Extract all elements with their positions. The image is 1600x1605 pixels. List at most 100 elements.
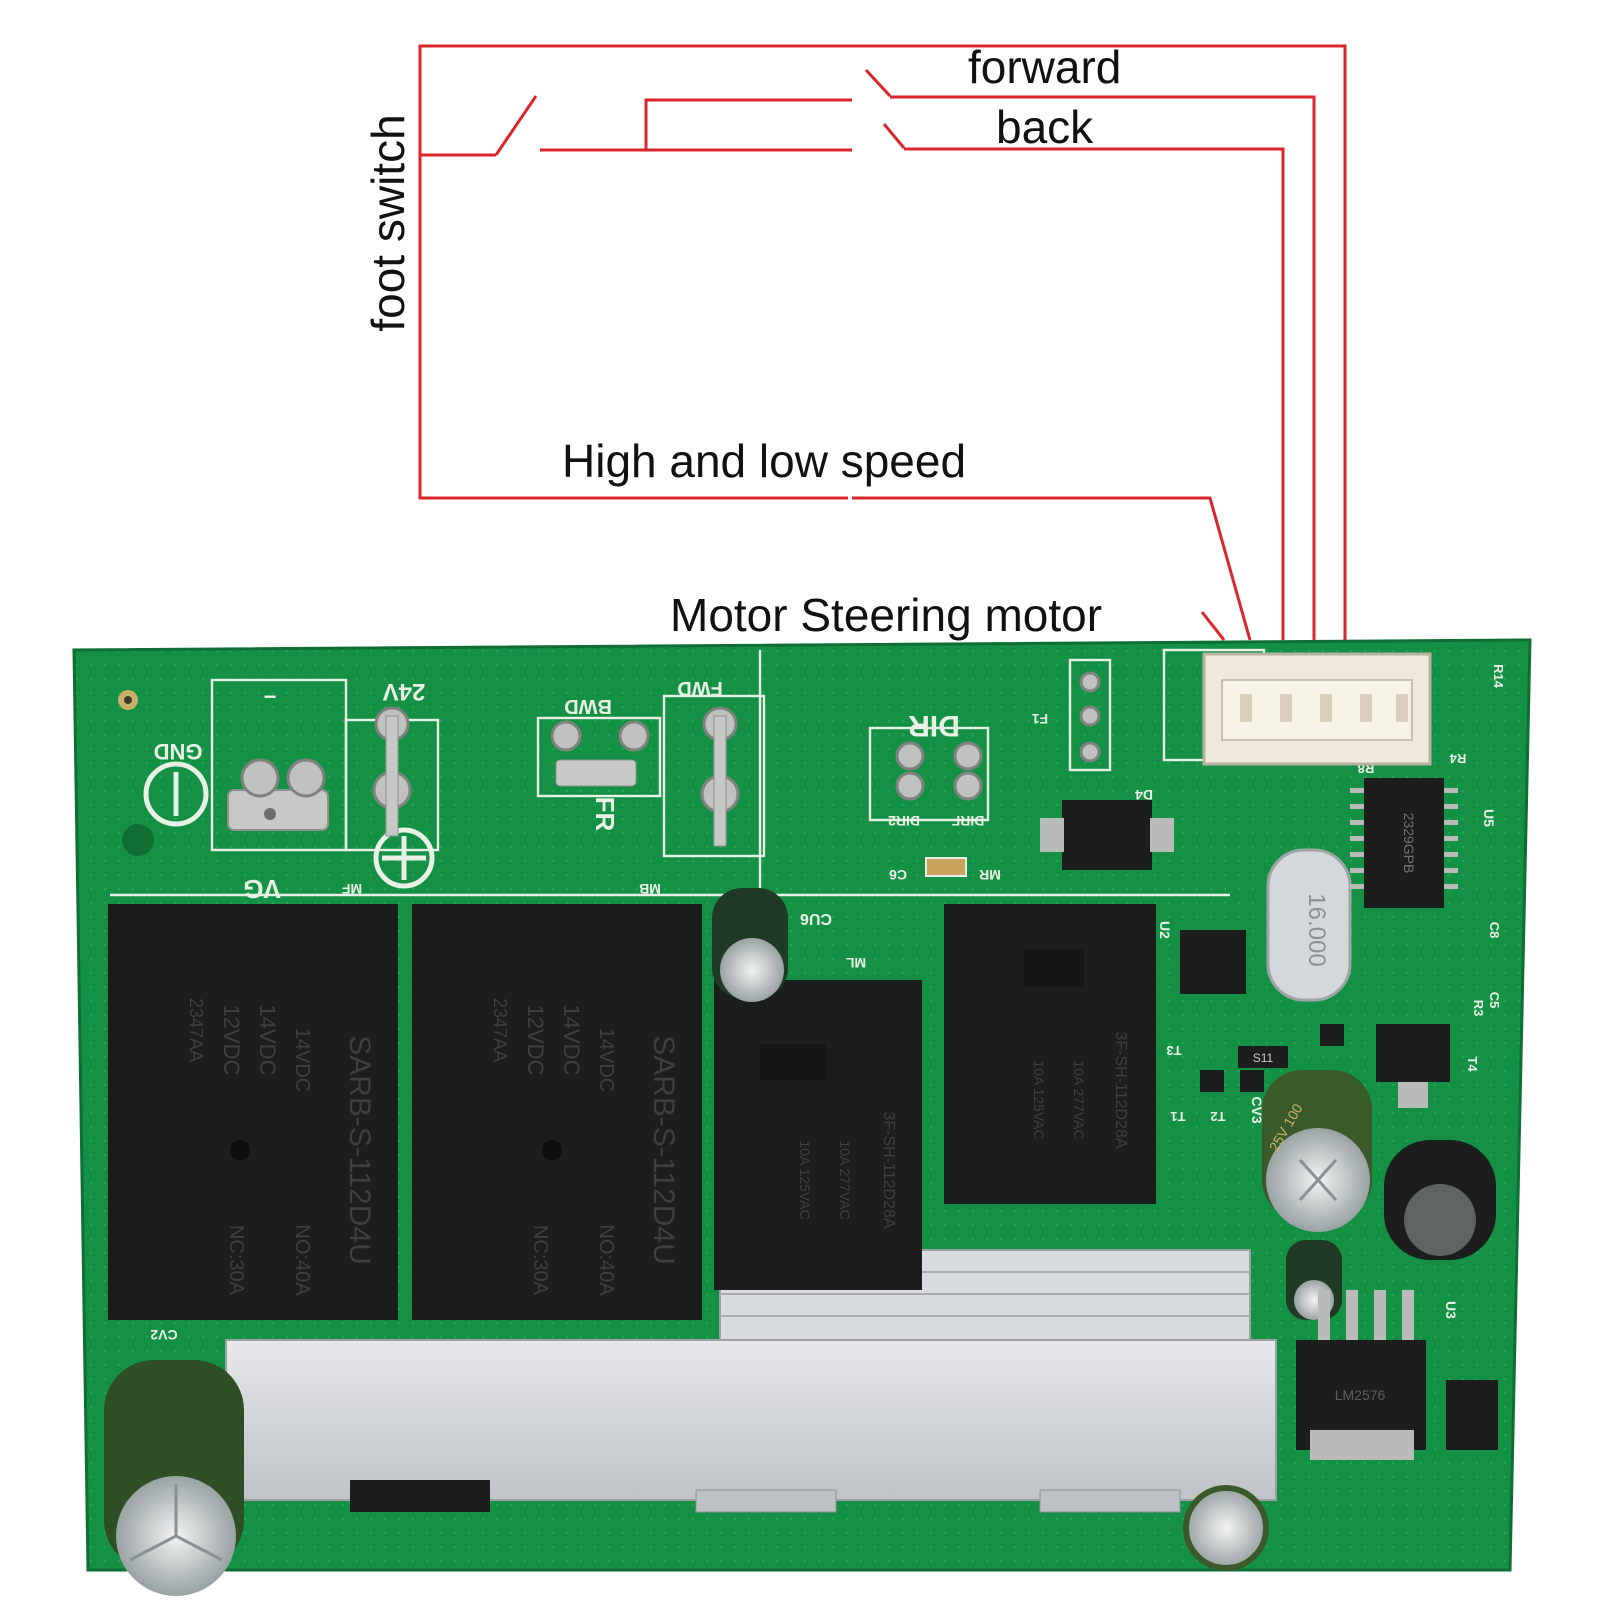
silk-dir: DIR <box>908 709 960 742</box>
pcb-board: GND 24V VG MF MB BWD FWD FR DIR DIR2 DIR… <box>72 638 1532 1596</box>
relay-4: 10A 125VAC 10A 277VAC 3F-SH-112D28A <box>944 904 1156 1204</box>
transistor-t3 <box>1320 1024 1344 1046</box>
terminal-fwd <box>700 706 740 847</box>
silk-r3: R3 <box>1471 1000 1486 1017</box>
silk-fr: FR <box>590 797 620 832</box>
capacitor-cu6 <box>712 888 788 1002</box>
relay-1-line-1: 2347AA <box>186 998 206 1062</box>
relay-4-line-3: 3F-SH-112D28A <box>1112 1031 1129 1148</box>
silk-cv3: CV3 <box>1249 1096 1265 1123</box>
silk-cv2: CV2 <box>150 1327 177 1343</box>
transistor-t1 <box>1200 1070 1224 1092</box>
terminal-24v <box>372 706 412 837</box>
wire-speed <box>418 150 848 500</box>
silk-c6: C6 <box>889 867 907 883</box>
relay-2-line-5: NC:30A <box>529 1225 551 1296</box>
transistor-t4 <box>1376 1024 1450 1082</box>
silk-cu6: CU6 <box>800 910 832 927</box>
silk-t1: T1 <box>1170 1109 1185 1124</box>
ic-chip: 2329GPB <box>1350 778 1458 908</box>
relay-3-line-3: 3F-SH-112D28A <box>880 1111 897 1228</box>
silk-24v: 24V <box>383 678 426 705</box>
transistor-t2 <box>1240 1070 1264 1092</box>
smd-cap-c6 <box>925 857 967 877</box>
silk-t4: T4 <box>1465 1056 1480 1072</box>
capacitor-cv3: 25V 100 <box>1262 1070 1372 1232</box>
silk-dir2: DIR2 <box>888 813 920 829</box>
relay-2-line-3: 14VDC <box>559 1005 584 1076</box>
relay-3: 10A 125VAC 10A 277VAC 3F-SH-112D28A <box>714 980 922 1290</box>
silk-bwd: BWD <box>564 695 612 717</box>
terminal-gnd <box>227 758 329 831</box>
small-ic <box>1180 930 1246 994</box>
label-foot-switch: foot switch <box>362 114 414 332</box>
fuse-f1 <box>1079 671 1101 763</box>
silk-mr: MR <box>979 867 1001 883</box>
wire-connector <box>1202 652 1432 766</box>
silk-vg: VG <box>243 874 281 904</box>
relay-2-line-4: 14VDC <box>595 1028 617 1092</box>
silk-ml: ML <box>845 955 866 971</box>
switch-forward-lever <box>864 68 892 98</box>
relay-4-line-2: 10A 277VAC <box>1071 1060 1087 1139</box>
capacitor-bottom <box>1183 1485 1269 1571</box>
wire-branch-up <box>644 98 852 150</box>
relay-3-line-1: 10A 125VAC <box>797 1140 813 1219</box>
silk-dirf: DIRF <box>951 813 984 829</box>
terminal-bwd <box>550 720 650 787</box>
silk-minus: − <box>264 684 277 709</box>
wire-back <box>904 147 1285 640</box>
relay-2: 2347AA 12VDC 14VDC 14VDC NC:30A NO:40A S… <box>412 904 702 1320</box>
relay-1-line-3: 14VDC <box>255 1005 280 1076</box>
relay-1-line-5: NC:30A <box>225 1225 247 1296</box>
silk-r4: R4 <box>1449 751 1466 766</box>
relay-3-line-2: 10A 277VAC <box>837 1140 853 1219</box>
silk-gnd: GND <box>154 739 203 764</box>
silk-c8: C8 <box>1487 922 1502 939</box>
diode-d4 <box>1062 800 1152 870</box>
silk-mf: MF <box>341 881 362 897</box>
relay-2-line-1: 2347AA <box>490 998 510 1062</box>
relay-1: 2347AA 12VDC 14VDC 14VDC NC:30A NO:40A S… <box>108 904 398 1320</box>
silk-t3: T3 <box>1166 1043 1181 1058</box>
capacitor-cv2 <box>104 1360 244 1596</box>
silk-u5: U5 <box>1481 809 1497 827</box>
label-forward: forward <box>968 41 1122 93</box>
silk-f1: F1 <box>1032 711 1049 727</box>
smd-label: S11 <box>1253 1051 1274 1065</box>
terminal-dir <box>895 741 983 801</box>
wiring <box>418 44 1347 641</box>
crystal: 16.000 <box>1266 848 1352 1002</box>
relay-4-line-1: 10A 125VAC <box>1031 1060 1047 1139</box>
switch-back-lever <box>882 123 906 149</box>
silk-t2: T2 <box>1210 1109 1225 1124</box>
wire-outer-loop <box>418 44 1347 640</box>
wire-motor-stub <box>1200 611 1226 641</box>
ic-label: 2329GPB <box>1401 813 1417 874</box>
relay-1-line-4: 14VDC <box>291 1028 313 1092</box>
label-motor-steering: Motor Steering motor <box>670 589 1103 641</box>
silk-mb: MB <box>639 881 661 897</box>
silk-fwd: FWD <box>677 677 723 699</box>
relay-1-line-7: SARB-S-112D4U <box>343 1035 376 1265</box>
silk-c5: C5 <box>1487 992 1502 1009</box>
crystal-label: 16.000 <box>1303 893 1330 966</box>
label-high-low-speed: High and low speed <box>562 435 967 487</box>
relay-2-line-6: NO:40A <box>595 1224 617 1296</box>
relay-1-line-2: 12VDC <box>219 1005 244 1076</box>
wire-forward <box>890 95 1316 640</box>
switch-foot-lever <box>494 95 538 156</box>
diode-bottom-right <box>1446 1380 1498 1450</box>
resistor-s11 <box>1238 1046 1288 1068</box>
silk-d4: D4 <box>1135 787 1153 803</box>
label-back: back <box>996 101 1094 153</box>
relay-1-line-6: NO:40A <box>291 1224 313 1296</box>
capacitor-small <box>1286 1240 1342 1320</box>
silk-r14: R14 <box>1491 664 1506 689</box>
regulator-label: LM2576 <box>1335 1387 1386 1403</box>
wire-speed-right <box>852 496 1252 641</box>
relay-2-line-7: SARB-S-112D4U <box>647 1035 680 1265</box>
silk-u2: U2 <box>1157 921 1173 939</box>
